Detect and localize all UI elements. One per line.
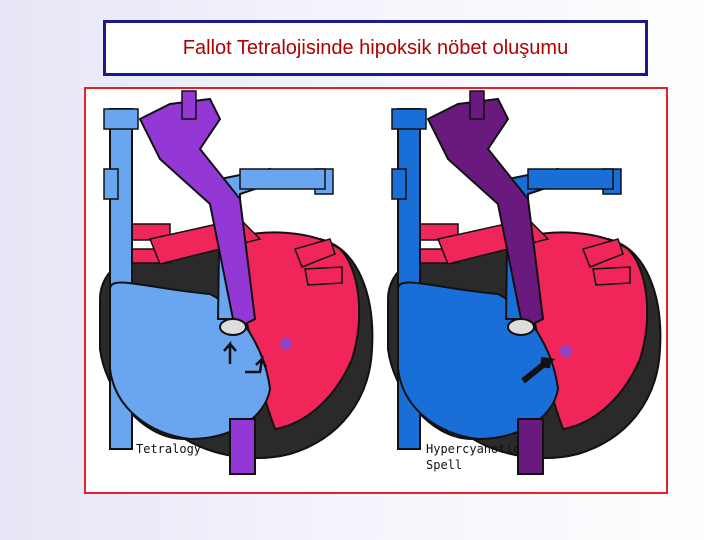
vena-cava-branch xyxy=(391,108,427,130)
aortic-arch xyxy=(527,168,614,190)
flow-arrow-icon xyxy=(245,355,268,374)
mixing-site xyxy=(560,345,572,357)
vena-cava-branch xyxy=(391,168,407,200)
panel-hypercyanotic-spell: Hypercyanotic Spell xyxy=(378,89,666,492)
aortic-arch xyxy=(239,168,326,190)
descending-aorta xyxy=(229,418,256,475)
pulmonary-vein xyxy=(294,238,336,268)
pulmonary-valve-icon xyxy=(219,318,247,336)
pulmonary-vein xyxy=(304,266,343,286)
caption-spell-line1: Hypercyanotic xyxy=(426,442,520,456)
caption-tetralogy: Tetralogy xyxy=(136,442,202,456)
heart-diagram-spell xyxy=(387,90,662,475)
pulmonary-valve-icon xyxy=(507,318,535,336)
aortic-branch xyxy=(469,90,485,120)
mixing-site xyxy=(280,338,292,350)
pulmonary-vein xyxy=(582,238,624,268)
title-box: Fallot Tetralojisinde hipoksik nöbet olu… xyxy=(103,20,648,76)
flow-arrow-icon xyxy=(223,340,237,364)
heart-diagram-tetralogy xyxy=(99,90,374,475)
pulmonary-vein xyxy=(592,266,631,286)
caption-spell-line2: Spell xyxy=(426,458,463,472)
aortic-branch xyxy=(181,90,197,120)
vena-cava-branch xyxy=(103,108,139,130)
vena-cava-branch xyxy=(103,168,119,200)
page-title: Fallot Tetralojisinde hipoksik nöbet olu… xyxy=(182,36,569,59)
descending-aorta xyxy=(517,418,544,475)
panel-tetralogy: Tetralogy xyxy=(90,89,380,492)
flow-arrow-icon xyxy=(521,357,556,384)
figure-frame: Tetralogy Hypercyanotic Spell xyxy=(84,87,668,494)
